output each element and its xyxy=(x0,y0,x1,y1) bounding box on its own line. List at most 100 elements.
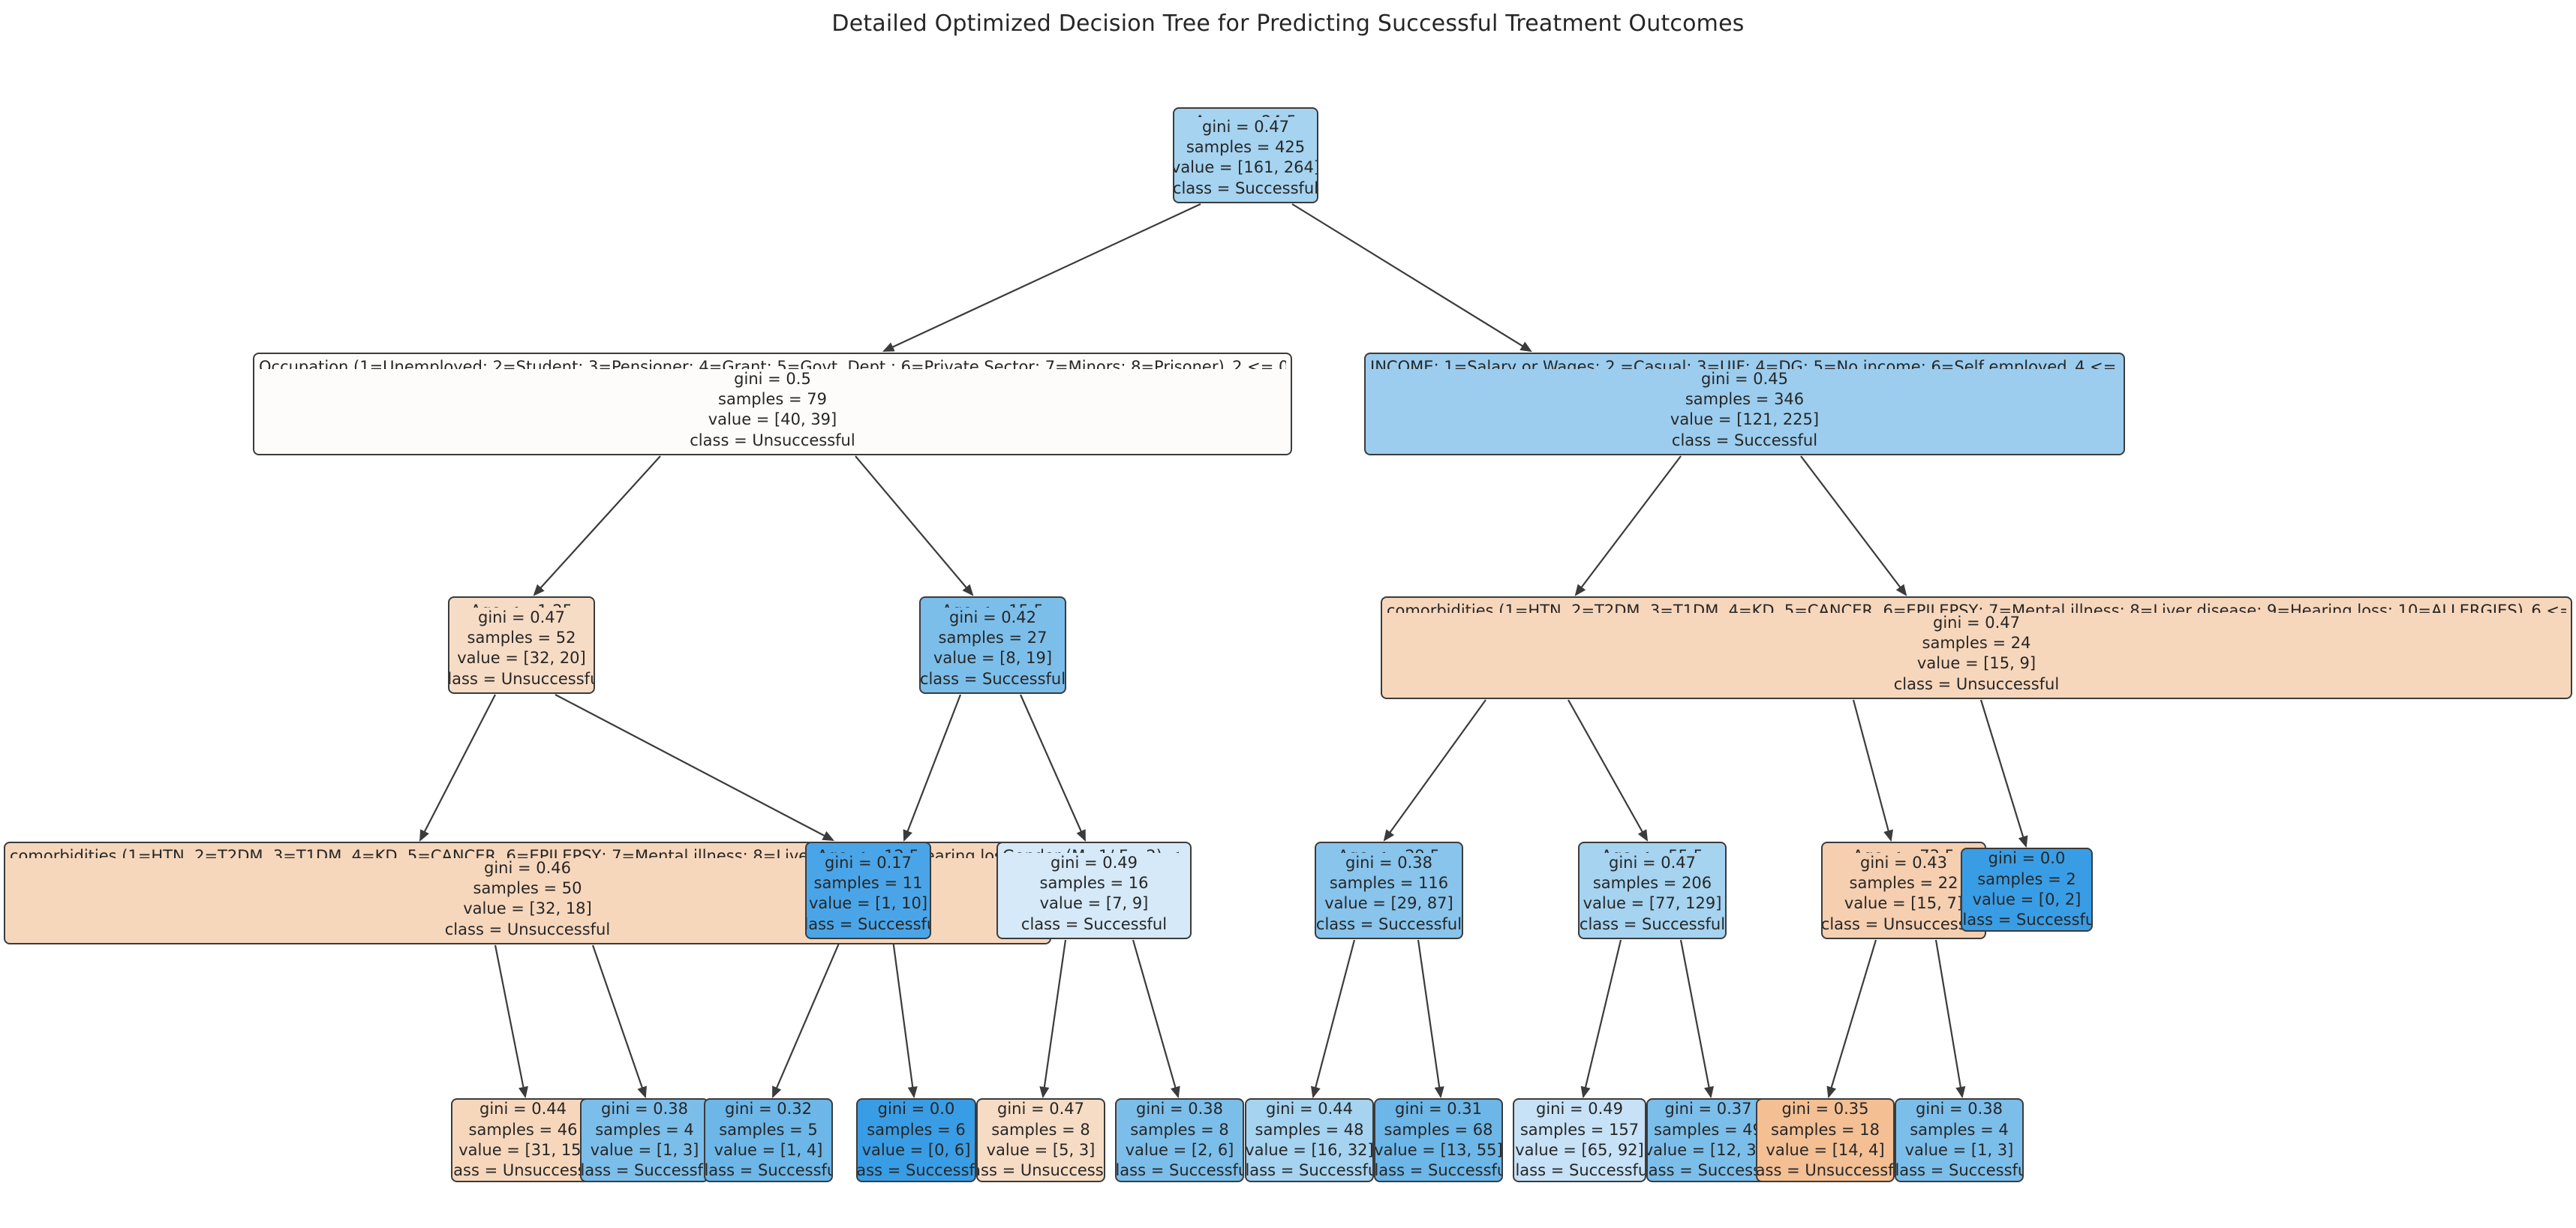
tree-edge xyxy=(494,944,528,1099)
node-gini: gini = 0.44 xyxy=(1265,1100,1353,1118)
tree-edge xyxy=(1132,939,1180,1099)
node-value: value = [31, 15] xyxy=(458,1141,588,1159)
node-value: value = [13, 55] xyxy=(1374,1141,1503,1159)
tree-decision-node[interactable]: comorbidities (1=HTN, 2=T2DM, 3=T1DM, 4=… xyxy=(1381,596,2572,699)
node-class: class = Unsuccessful xyxy=(978,1161,1104,1180)
node-samples: samples = 346 xyxy=(1685,390,1805,409)
node-gini: gini = 0.47 xyxy=(1932,613,2020,632)
node-class: class = Successful xyxy=(1671,431,1818,449)
tree-edge xyxy=(1679,939,1715,1099)
tree-decision-node[interactable]: Occupation (1=Unemployed; 2=Student; 3=P… xyxy=(253,353,1292,455)
node-condition: Age <= 29.5 xyxy=(1321,846,1457,853)
node-samples: samples = 24 xyxy=(1922,634,2031,653)
node-gini: gini = 0.47 xyxy=(996,1100,1084,1118)
node-value: value = [12, 37] xyxy=(1646,1141,1770,1159)
node-class: class = Successful xyxy=(1374,1161,1503,1180)
node-condition: INCOME: 1=Salary or Wages; 2.=Casual; 3=… xyxy=(1370,358,2119,369)
node-value: value = [40, 39] xyxy=(708,410,837,429)
node-value: value = [5, 3] xyxy=(986,1141,1096,1159)
node-value: value = [1, 3] xyxy=(590,1141,699,1159)
node-samples: samples = 18 xyxy=(1771,1120,1880,1139)
tree-edge xyxy=(1291,203,1532,353)
node-value: value = [0, 6] xyxy=(861,1141,971,1159)
node-class: class = Successful xyxy=(1648,1161,1769,1180)
node-value: value = [7, 9] xyxy=(1039,894,1149,913)
node-gini: gini = 0.38 xyxy=(1915,1100,2003,1118)
node-samples: samples = 11 xyxy=(813,874,923,893)
node-class: class = Successful xyxy=(1315,914,1462,933)
figure-title: Detailed Optimized Decision Tree for Pre… xyxy=(831,11,1745,37)
node-condition: Age <= 24.5 xyxy=(1179,112,1312,117)
node-condition: Age <= 1.25 xyxy=(454,601,589,608)
node-value: value = [0, 2] xyxy=(1972,890,2082,908)
node-class: class = Successful xyxy=(919,669,1066,688)
node-samples: samples = 48 xyxy=(1255,1120,1364,1139)
node-value: value = [65, 92] xyxy=(1515,1141,1644,1159)
node-condition: Age <= 12.5 xyxy=(811,846,925,853)
node-class: class = Successful xyxy=(856,1161,975,1180)
node-value: value = [2, 6] xyxy=(1125,1141,1234,1159)
node-gini: gini = 0.49 xyxy=(1050,853,1138,872)
node-class: class = Successful xyxy=(1173,179,1318,197)
node-class: class = Successful xyxy=(807,914,930,933)
tree-edge xyxy=(903,694,962,842)
tree-decision-node[interactable]: INCOME: 1=Salary or Wages; 2.=Casual; 3=… xyxy=(1364,353,2125,455)
tree-edge xyxy=(1574,455,1682,596)
tree-edge xyxy=(1934,939,1966,1099)
node-class: class = Unsuccessful xyxy=(1893,674,2060,693)
node-class: class = Unsuccessful xyxy=(1756,1161,1894,1180)
node-samples: samples = 5 xyxy=(719,1120,818,1139)
node-samples: samples = 4 xyxy=(595,1120,694,1139)
node-gini: gini = 0.47 xyxy=(477,608,565,626)
tree-edge xyxy=(1383,699,1486,842)
node-gini: gini = 0.47 xyxy=(1608,853,1696,872)
node-samples: samples = 425 xyxy=(1186,138,1306,157)
node-gini: gini = 0.47 xyxy=(1201,117,1289,136)
node-class: class = Successful xyxy=(1513,1161,1646,1180)
node-gini: gini = 0.31 xyxy=(1394,1100,1482,1118)
node-gini: gini = 0.37 xyxy=(1664,1100,1752,1118)
node-class: class = Successful xyxy=(1579,914,1726,933)
node-value: value = [1, 3] xyxy=(1904,1141,2014,1159)
node-class: class = Successful xyxy=(1245,1161,1374,1180)
node-condition: comorbidities (1=HTN, 2=T2DM, 3=T1DM, 4=… xyxy=(10,847,1045,858)
node-samples: samples = 27 xyxy=(938,629,1048,647)
node-samples: samples = 8 xyxy=(1130,1120,1229,1139)
node-condition: Gender (M=1/ F= 2) <= 1.5 xyxy=(1002,846,1186,853)
node-gini: gini = 0.0 xyxy=(877,1100,955,1118)
node-value: value = [8, 19] xyxy=(933,649,1053,668)
node-class: class = Successful xyxy=(1020,914,1168,933)
node-gini: gini = 0.35 xyxy=(1781,1100,1869,1118)
tree-edge xyxy=(891,939,918,1099)
node-gini: gini = 0.43 xyxy=(1859,853,1947,872)
node-samples: samples = 2 xyxy=(1977,869,2076,888)
node-samples: samples = 206 xyxy=(1592,874,1712,893)
node-value: value = [15, 9] xyxy=(1916,654,2036,673)
node-class: class = Successful xyxy=(704,1161,833,1180)
node-value: value = [15, 7] xyxy=(1844,894,1964,913)
node-samples: samples = 52 xyxy=(467,629,576,647)
node-value: value = [1, 4] xyxy=(714,1141,823,1159)
node-class: class = Successful xyxy=(1961,911,2093,929)
